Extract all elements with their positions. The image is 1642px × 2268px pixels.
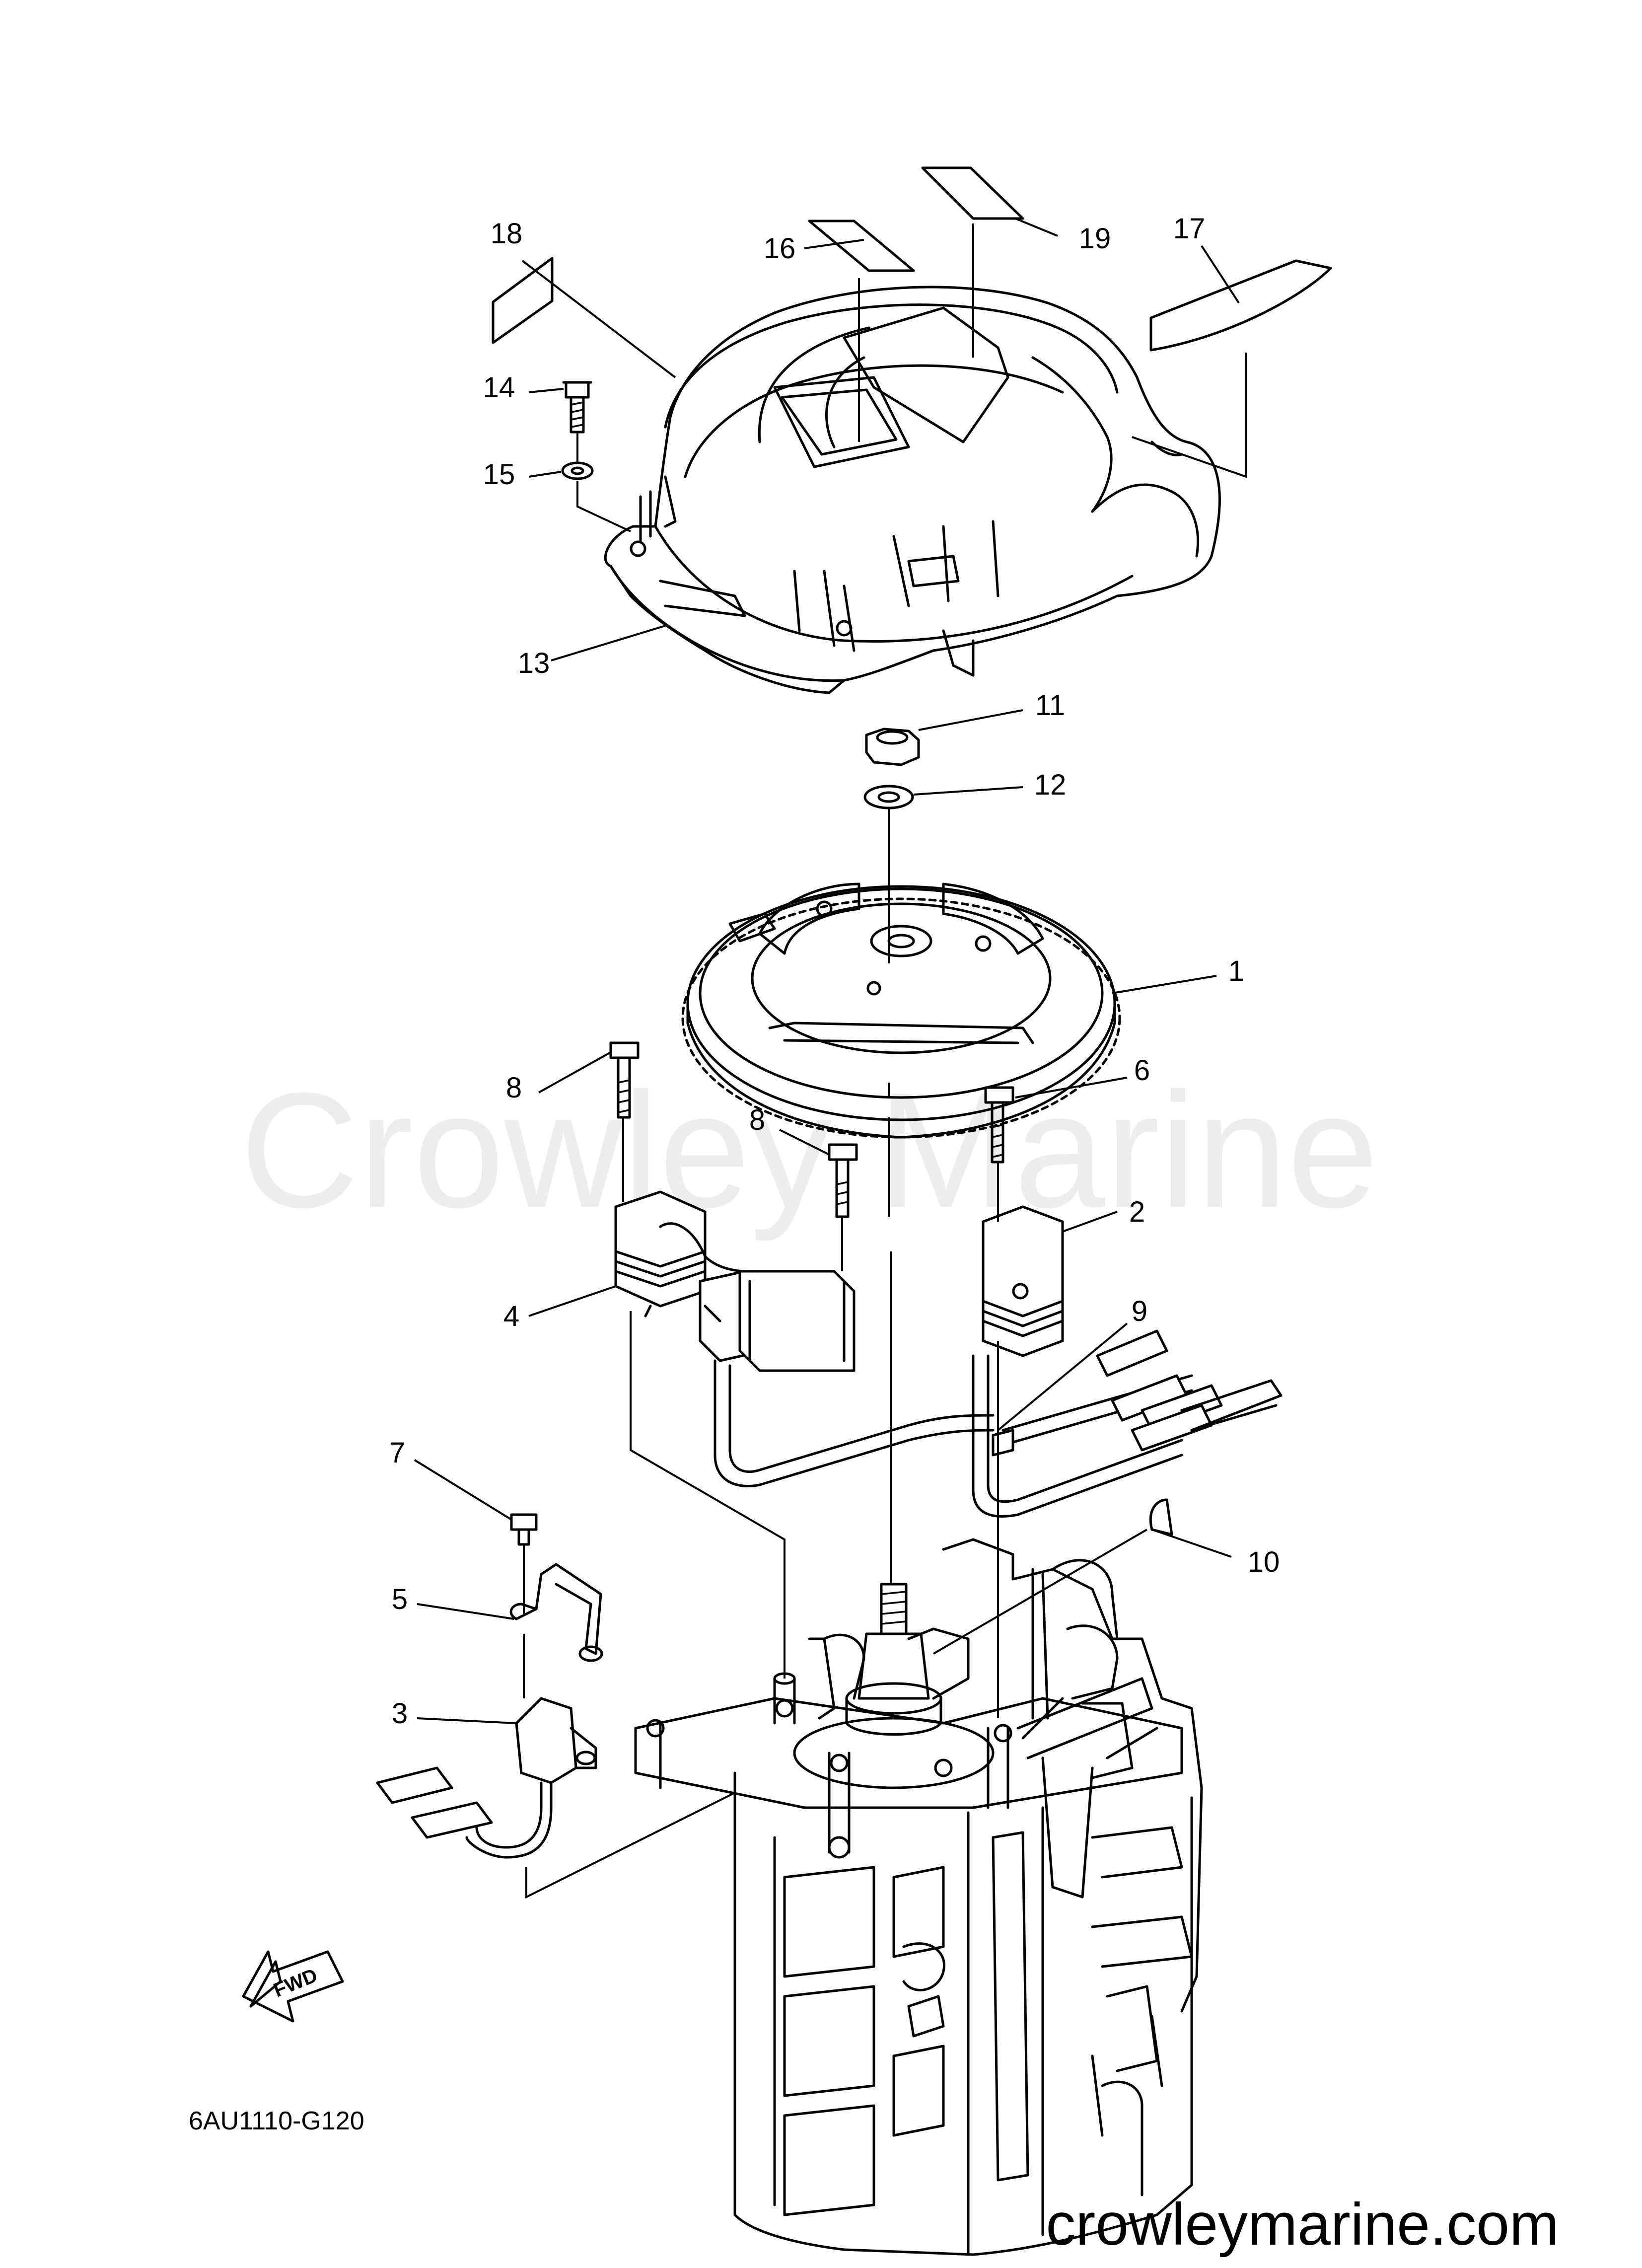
callout-18: 18 bbox=[491, 218, 523, 250]
explode-lines bbox=[523, 223, 1247, 1899]
callout-leaders bbox=[414, 218, 1240, 1724]
flywheel-cover bbox=[604, 286, 1221, 694]
callout-19: 19 bbox=[1079, 222, 1111, 255]
callout-7: 7 bbox=[389, 1437, 405, 1469]
charge-coil-4 bbox=[614, 1190, 856, 1372]
screw-7 bbox=[510, 1513, 538, 1546]
callout-labels: 18 16 19 17 14 15 13 11 12 1 6 8 8 2 4 9… bbox=[389, 213, 1280, 1730]
callout-11: 11 bbox=[1035, 689, 1065, 722]
forward-arrow-icon: FWD bbox=[242, 1950, 344, 2023]
callout-8a: 8 bbox=[506, 1072, 522, 1104]
callout-14: 14 bbox=[483, 371, 515, 404]
diagram-code: 6AU1110-G120 bbox=[189, 2107, 364, 2135]
power-head bbox=[634, 1538, 1203, 2256]
decal-18 bbox=[492, 257, 554, 344]
flywheel-magneto bbox=[681, 882, 1121, 1139]
callout-6: 6 bbox=[1134, 1054, 1150, 1087]
callout-12: 12 bbox=[1034, 769, 1067, 801]
decal-17 bbox=[1149, 259, 1332, 352]
callout-3: 3 bbox=[392, 1697, 408, 1730]
callout-8b: 8 bbox=[749, 1104, 765, 1136]
washer-12 bbox=[863, 785, 914, 809]
decal-16 bbox=[808, 219, 915, 272]
site-url: crowleymarine.com bbox=[1046, 2191, 1559, 2258]
washer-15 bbox=[561, 461, 594, 480]
callout-9: 9 bbox=[1132, 1295, 1147, 1327]
callout-2: 2 bbox=[1129, 1196, 1145, 1228]
callout-15: 15 bbox=[483, 458, 515, 491]
watermark-text: Crowley Marine bbox=[240, 1058, 1378, 1243]
callout-10: 10 bbox=[1248, 1546, 1280, 1578]
callout-5: 5 bbox=[392, 1583, 408, 1615]
callout-13: 13 bbox=[518, 647, 550, 679]
wire-harness-9 bbox=[714, 1329, 1283, 1518]
woodruff-key-10 bbox=[1149, 1498, 1173, 1536]
callout-1: 1 bbox=[1228, 955, 1244, 987]
ignition-coil-2 bbox=[982, 1205, 1064, 1357]
callout-16: 16 bbox=[764, 232, 796, 265]
callout-17: 17 bbox=[1173, 213, 1206, 245]
decal-19 bbox=[921, 166, 1024, 220]
clamp-5 bbox=[509, 1563, 603, 1662]
bolt-14 bbox=[562, 381, 592, 434]
nut-11 bbox=[865, 728, 920, 766]
callout-4: 4 bbox=[503, 1300, 519, 1332]
thermo-switch-3 bbox=[376, 1697, 597, 1859]
